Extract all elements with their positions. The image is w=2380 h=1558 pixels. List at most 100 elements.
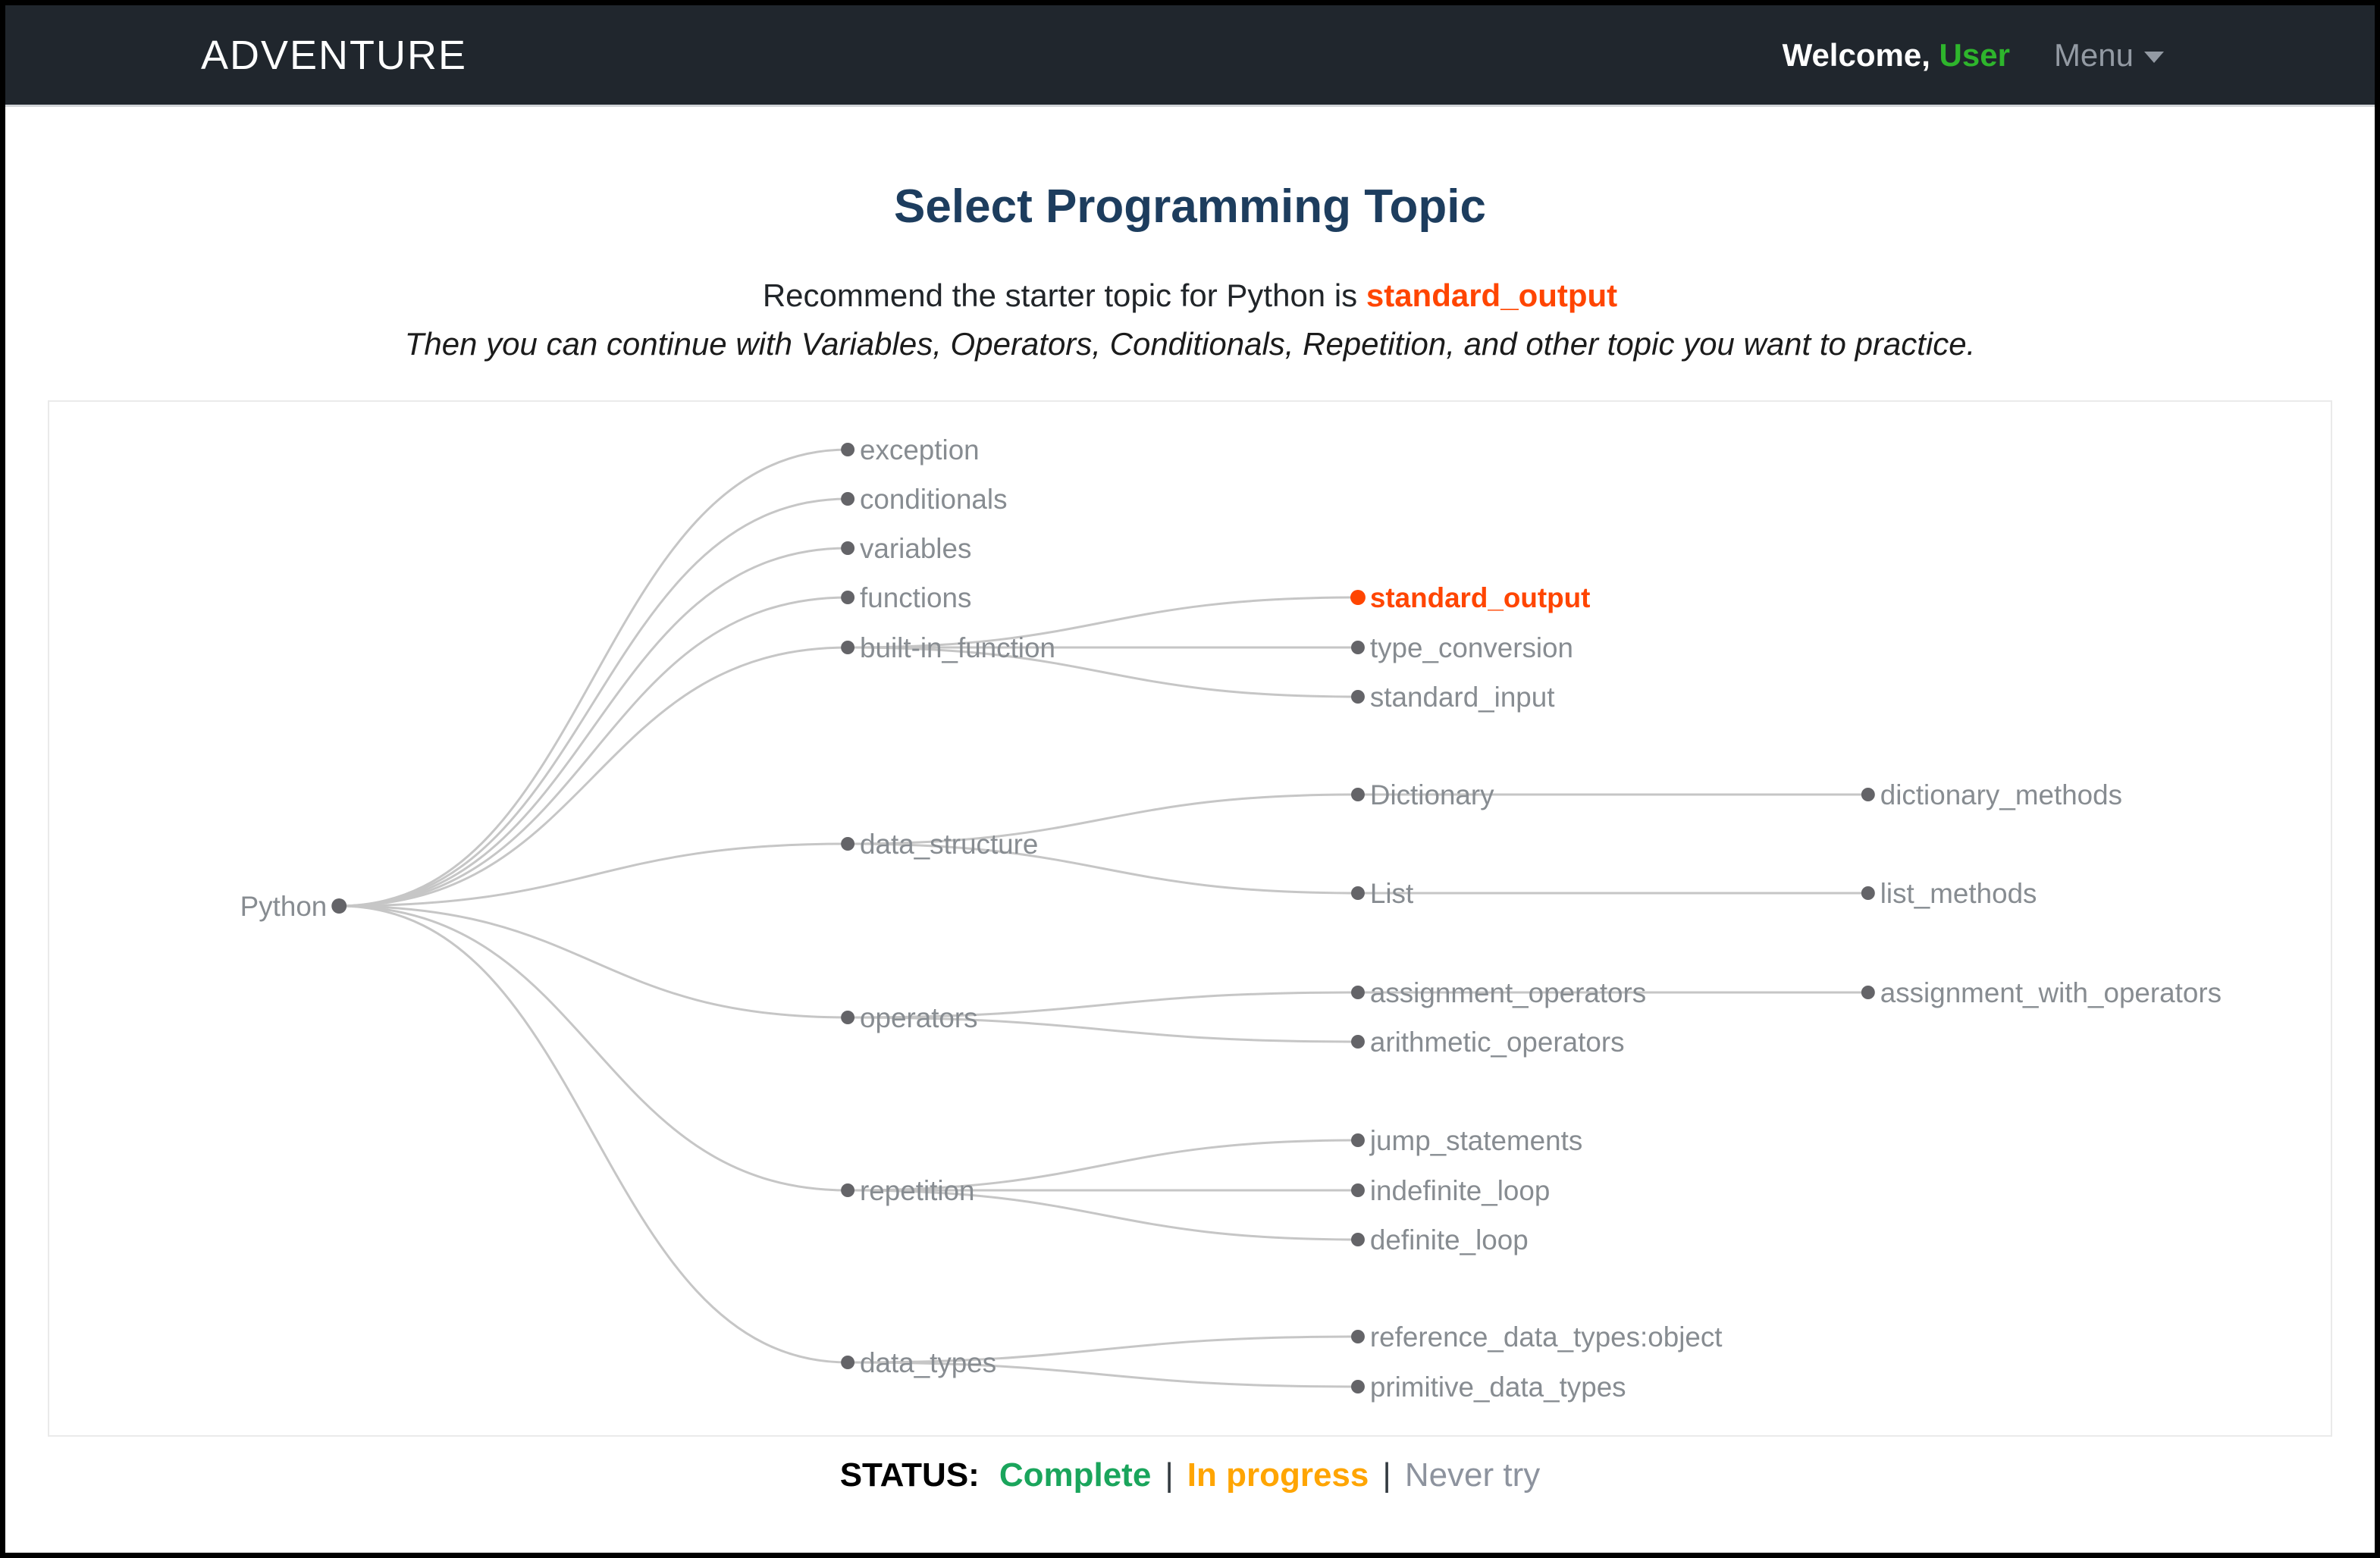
navbar: ADVENTURE Welcome, User Menu — [5, 5, 2375, 107]
tree-link-python--data_structure — [339, 842, 848, 908]
recommend-prefix: Recommend the starter topic for Python i… — [762, 277, 1366, 313]
recommended-topic: standard_output — [1366, 277, 1618, 313]
tree-node-dot-exception — [841, 443, 855, 456]
tree-node-dot-functions — [841, 591, 855, 604]
tree-node-variables[interactable]: variables — [841, 533, 971, 564]
chevron-down-icon — [2144, 52, 2164, 63]
tree-node-standard_output[interactable]: standard_output — [1350, 582, 1590, 613]
tree-node-label-repetition[interactable]: repetition — [860, 1175, 974, 1206]
tree-node-label-reference_data_types:object[interactable]: reference_data_types:object — [1370, 1321, 1723, 1353]
recommend-text: Recommend the starter topic for Python i… — [5, 277, 2375, 314]
tree-node-label-Dictionary[interactable]: Dictionary — [1370, 779, 1494, 810]
tree-node-label-list_methods[interactable]: list_methods — [1880, 878, 2037, 909]
hint-text: Then you can continue with Variables, Op… — [404, 326, 1976, 362]
tree-node-label-functions[interactable]: functions — [860, 582, 971, 613]
welcome-text: Welcome, User — [1783, 37, 2010, 74]
tree-node-dot-standard_input — [1351, 690, 1365, 704]
tree-node-built-in_function[interactable]: built-in_function — [841, 632, 1055, 663]
tree-link-python--data_types — [339, 904, 848, 1364]
menu-label: Menu — [2053, 36, 2134, 73]
tree-node-label-jump_statements[interactable]: jump_statements — [1369, 1125, 1582, 1156]
tree-node-dot-indefinite_loop — [1351, 1183, 1365, 1197]
tree-node-dot-assignment_operators — [1351, 986, 1365, 999]
menu-dropdown[interactable]: Menu — [2054, 37, 2164, 74]
legend-in-progress: In progress — [1187, 1456, 1369, 1494]
tree-node-dot-dictionary_methods — [1861, 788, 1875, 801]
brand-logo[interactable]: ADVENTURE — [201, 32, 468, 78]
tree-node-definite_loop[interactable]: definite_loop — [1351, 1224, 1529, 1255]
legend-never-try: Never try — [1404, 1456, 1541, 1494]
tree-node-List[interactable]: List — [1351, 878, 1413, 909]
tree-node-exception[interactable]: exception — [841, 434, 980, 466]
navbar-right: Welcome, User Menu — [1783, 37, 2164, 74]
tree-link-built-in_function--standard_output — [848, 596, 1358, 649]
tree-node-reference_data_types:object[interactable]: reference_data_types:object — [1351, 1321, 1723, 1353]
tree-node-label-variables[interactable]: variables — [860, 533, 971, 564]
tree-node-label-assignment_operators[interactable]: assignment_operators — [1370, 977, 1646, 1008]
tree-link-python--repetition — [339, 904, 848, 1192]
tree-node-dot-variables — [841, 541, 855, 555]
tree-node-label-python[interactable]: Python — [240, 891, 328, 922]
tree-node-data_structure[interactable]: data_structure — [841, 829, 1038, 860]
tree-node-dot-conditionals — [841, 492, 855, 506]
tree-link-repetition--jump_statements — [848, 1139, 1358, 1192]
tree-link-python--functions — [339, 596, 848, 908]
tree-node-type_conversion[interactable]: type_conversion — [1351, 632, 1573, 663]
tree-node-label-dictionary_methods[interactable]: dictionary_methods — [1880, 779, 2122, 810]
tree-node-dictionary_methods[interactable]: dictionary_methods — [1861, 779, 2122, 810]
tree-node-dot-built-in_function — [841, 641, 855, 654]
tree-link-python--variables — [339, 547, 848, 908]
topic-tree-svg: Python exception conditionals variables func… — [240, 434, 2222, 1403]
tree-node-label-definite_loop[interactable]: definite_loop — [1370, 1224, 1529, 1255]
legend-separator-2: | — [1382, 1456, 1391, 1494]
tree-node-dot-operators — [841, 1011, 855, 1024]
tree-node-label-indefinite_loop[interactable]: indefinite_loop — [1370, 1175, 1550, 1206]
legend-separator-1: | — [1165, 1456, 1174, 1494]
tree-node-label-conditionals[interactable]: conditionals — [860, 484, 1007, 515]
tree-node-label-exception[interactable]: exception — [860, 434, 980, 466]
tree-node-python[interactable]: Python — [240, 891, 347, 922]
tree-node-label-data_structure[interactable]: data_structure — [860, 829, 1038, 860]
tree-link-data_types--reference_data_types:object — [848, 1335, 1358, 1364]
tree-node-repetition[interactable]: repetition — [841, 1175, 975, 1206]
tree-node-label-List[interactable]: List — [1370, 878, 1413, 909]
tree-node-primitive_data_types[interactable]: primitive_data_types — [1351, 1371, 1626, 1403]
tree-node-dot-data_structure — [841, 837, 855, 851]
tree-node-jump_statements[interactable]: jump_statements — [1351, 1125, 1582, 1156]
tree-node-label-assignment_with_operators[interactable]: assignment_with_operators — [1880, 977, 2222, 1008]
tree-node-dot-List — [1351, 886, 1365, 900]
tree-node-label-arithmetic_operators[interactable]: arithmetic_operators — [1370, 1027, 1625, 1058]
status-legend: STATUS:Complete|In progress|Never try — [5, 1456, 2375, 1494]
tree-link-built-in_function--standard_input — [848, 646, 1358, 698]
page-title: Select Programming Topic — [894, 180, 1486, 233]
tree-node-dot-arithmetic_operators — [1351, 1035, 1365, 1049]
tree-node-assignment_operators[interactable]: assignment_operators — [1351, 977, 1646, 1008]
tree-node-standard_input[interactable]: standard_input — [1351, 682, 1555, 713]
tree-node-label-data_types[interactable]: data_types — [860, 1347, 996, 1378]
tree-node-indefinite_loop[interactable]: indefinite_loop — [1351, 1175, 1550, 1206]
tree-node-label-type_conversion[interactable]: type_conversion — [1370, 632, 1573, 663]
tree-node-dot-definite_loop — [1351, 1233, 1365, 1246]
tree-link-python--conditionals — [339, 497, 848, 908]
tree-node-label-operators[interactable]: operators — [860, 1002, 978, 1033]
tree-node-data_types[interactable]: data_types — [841, 1347, 996, 1378]
tree-link-operators--assignment_operators — [848, 991, 1358, 1019]
tree-node-Dictionary[interactable]: Dictionary — [1351, 779, 1494, 810]
welcome-prefix: Welcome, — [1782, 36, 1939, 73]
tree-node-assignment_with_operators[interactable]: assignment_with_operators — [1861, 977, 2222, 1008]
tree-node-dot-assignment_with_operators — [1861, 986, 1875, 999]
tree-node-label-standard_output[interactable]: standard_output — [1370, 582, 1590, 613]
tree-node-label-standard_input[interactable]: standard_input — [1370, 682, 1555, 713]
tree-node-operators[interactable]: operators — [841, 1002, 978, 1033]
tree-node-label-primitive_data_types[interactable]: primitive_data_types — [1370, 1371, 1626, 1403]
tree-link-repetition--definite_loop — [848, 1189, 1358, 1241]
tree-node-functions[interactable]: functions — [841, 582, 971, 613]
tree-link-data_structure--Dictionary — [848, 793, 1358, 845]
tree-node-dot-reference_data_types:object — [1351, 1330, 1365, 1343]
tree-node-label-built-in_function[interactable]: built-in_function — [860, 632, 1055, 663]
tree-node-dot-data_types — [841, 1356, 855, 1369]
tree-node-arithmetic_operators[interactable]: arithmetic_operators — [1351, 1027, 1625, 1058]
tree-node-conditionals[interactable]: conditionals — [841, 484, 1007, 515]
tree-node-list_methods[interactable]: list_methods — [1861, 878, 2037, 909]
